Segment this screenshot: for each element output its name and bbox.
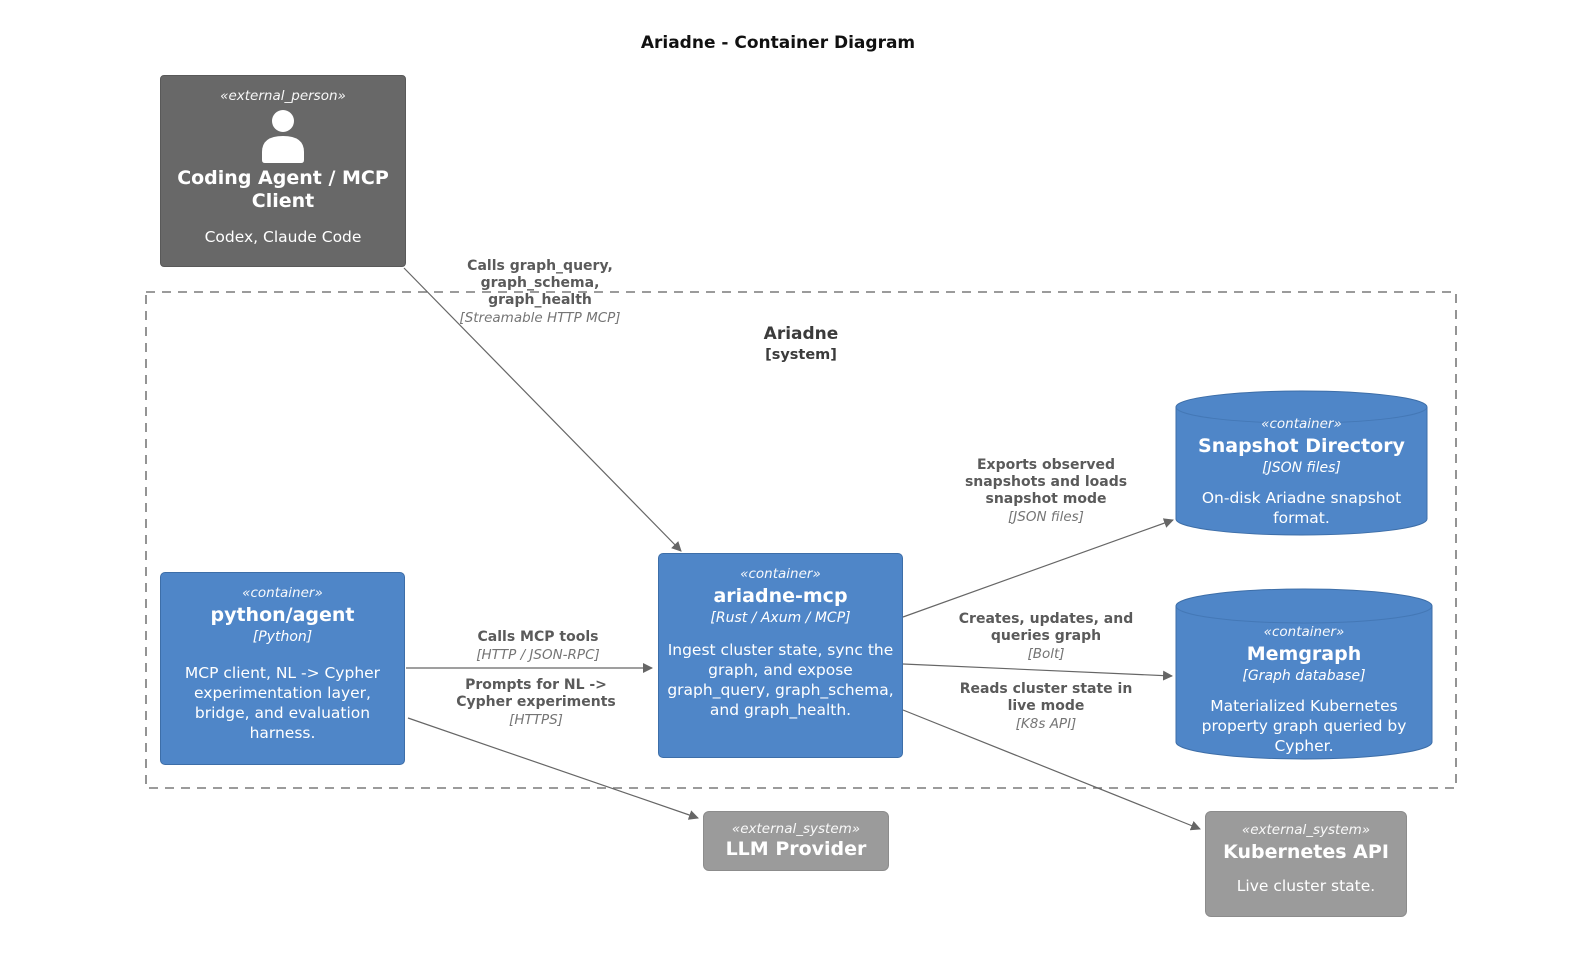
- node-technology: [JSON files]: [1262, 460, 1341, 476]
- node-name: Kubernetes API: [1223, 841, 1389, 863]
- database-cylinder-icon: [1175, 588, 1433, 760]
- diagram-title: Ariadne - Container Diagram: [640, 33, 916, 53]
- node-description: Live cluster state.: [1236, 877, 1376, 895]
- stereotype-label: «external_system»: [1241, 822, 1371, 838]
- node-technology: [Python]: [252, 629, 313, 645]
- boundary-name: Ariadne: [763, 324, 839, 344]
- stereotype-label: «external_system»: [731, 821, 861, 837]
- stereotype-label: «container»: [740, 566, 821, 582]
- edge-mcp-to-snapshot: [902, 518, 1174, 618]
- node-description: MCP client, NL -> Cypher experimentation…: [184, 664, 381, 742]
- ariadne-mcp-node: «container» ariadne-mcp [Rust / Axum / M…: [658, 553, 903, 758]
- node-technology: [Graph database]: [1242, 668, 1366, 684]
- node-description: Codex, Claude Code: [204, 228, 362, 246]
- node-name: LLM Provider: [725, 838, 867, 860]
- edge-mcp-to-memgraph: [902, 663, 1173, 681]
- node-name: python/agent: [210, 604, 355, 626]
- node-name: Coding Agent / MCP Client: [177, 167, 389, 212]
- edge-agent-to-mcp: [403, 267, 682, 552]
- node-name: Memgraph: [1246, 643, 1362, 665]
- stereotype-label: «container»: [242, 585, 323, 601]
- node-description: Materialized Kubernetes property graph q…: [1201, 697, 1407, 755]
- stereotype-label: «container»: [1263, 624, 1345, 640]
- node-description: On-disk Ariadne snapshot format.: [1201, 489, 1402, 527]
- node-description: Ingest cluster state, sync the graph, an…: [667, 641, 894, 719]
- edge-mcp-to-k8s: [902, 709, 1201, 831]
- snapshot-directory-node: «container» Snapshot Directory [JSON fil…: [1175, 390, 1428, 536]
- coding-agent-node: «external_person» Coding Agent / MCP Cli…: [160, 75, 406, 267]
- python-agent-node: «container» python/agent [Python] MCP cl…: [160, 572, 405, 765]
- boundary-type: [system]: [765, 347, 837, 363]
- node-name: Snapshot Directory: [1198, 435, 1405, 457]
- system-boundary: [145, 291, 1457, 789]
- boundary-label: Ariadne [system]: [146, 324, 1456, 363]
- llm-provider-node: «external_system» LLM Provider: [703, 811, 889, 871]
- edge-python-to-llm: [407, 717, 699, 820]
- database-cylinder-icon: [1175, 390, 1428, 536]
- node-name: ariadne-mcp: [713, 585, 848, 607]
- kubernetes-api-node: «external_system» Kubernetes API Live cl…: [1205, 811, 1407, 917]
- memgraph-node: «container» Memgraph [Graph database] Ma…: [1175, 588, 1433, 760]
- person-icon: [262, 110, 304, 163]
- stereotype-label: «container»: [1261, 416, 1342, 432]
- stereotype-label: «external_person»: [220, 88, 346, 104]
- node-technology: [Rust / Axum / MCP]: [710, 610, 851, 626]
